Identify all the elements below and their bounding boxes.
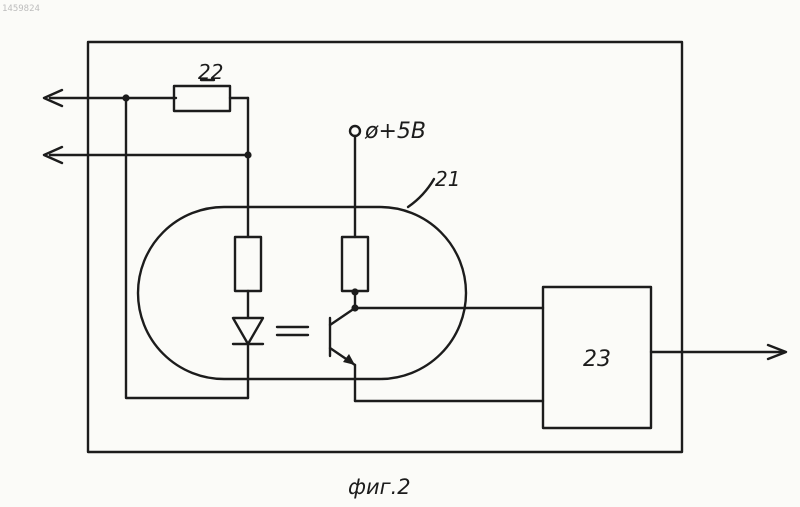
optocoupler-21-label: 21 bbox=[435, 167, 460, 191]
document-id: 1459824 bbox=[2, 4, 40, 14]
led-diode bbox=[233, 318, 263, 344]
phototransistor bbox=[330, 308, 355, 365]
collector-resistor bbox=[342, 237, 368, 291]
return-wire bbox=[126, 98, 248, 398]
optocoupler-21-leader bbox=[408, 179, 434, 207]
resistor-22 bbox=[174, 86, 230, 111]
output-arrow-bottom bbox=[44, 147, 248, 163]
led-series-resistor bbox=[235, 237, 261, 291]
output-arrow-right bbox=[651, 345, 786, 359]
figure-caption: фиг.2 bbox=[348, 475, 411, 499]
supply-terminal bbox=[350, 126, 360, 136]
supply-label: ø+5В bbox=[364, 119, 426, 144]
enclosure-frame bbox=[88, 42, 682, 452]
optocoupler-21-body bbox=[138, 207, 466, 379]
block-23-label: 23 bbox=[583, 347, 611, 372]
output-arrow-top bbox=[44, 90, 176, 106]
